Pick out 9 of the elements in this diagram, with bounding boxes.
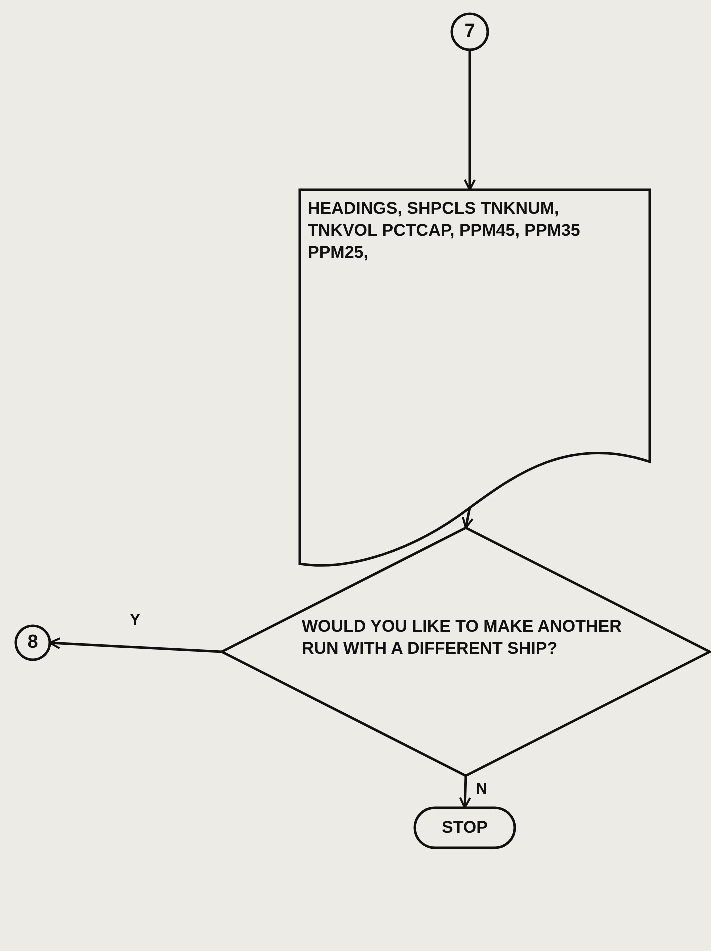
connector-number: 8 (26, 631, 40, 655)
connector-circle (16, 626, 50, 660)
terminal-label: STOP (441, 817, 489, 839)
document-shape (300, 190, 650, 566)
connector-circle (452, 14, 488, 50)
output-text: HEADINGS, SHPCLS TNKNUM, TNKVOL PCTCAP, PPM45, PPM35 PPM25, (308, 198, 582, 264)
decision-diamond (222, 528, 710, 776)
decision-text: WOULD YOU LIKE TO MAKE ANOTHER RUN WITH A DIFFERENT SHIP? (302, 616, 622, 660)
connector-number: 7 (464, 20, 476, 44)
